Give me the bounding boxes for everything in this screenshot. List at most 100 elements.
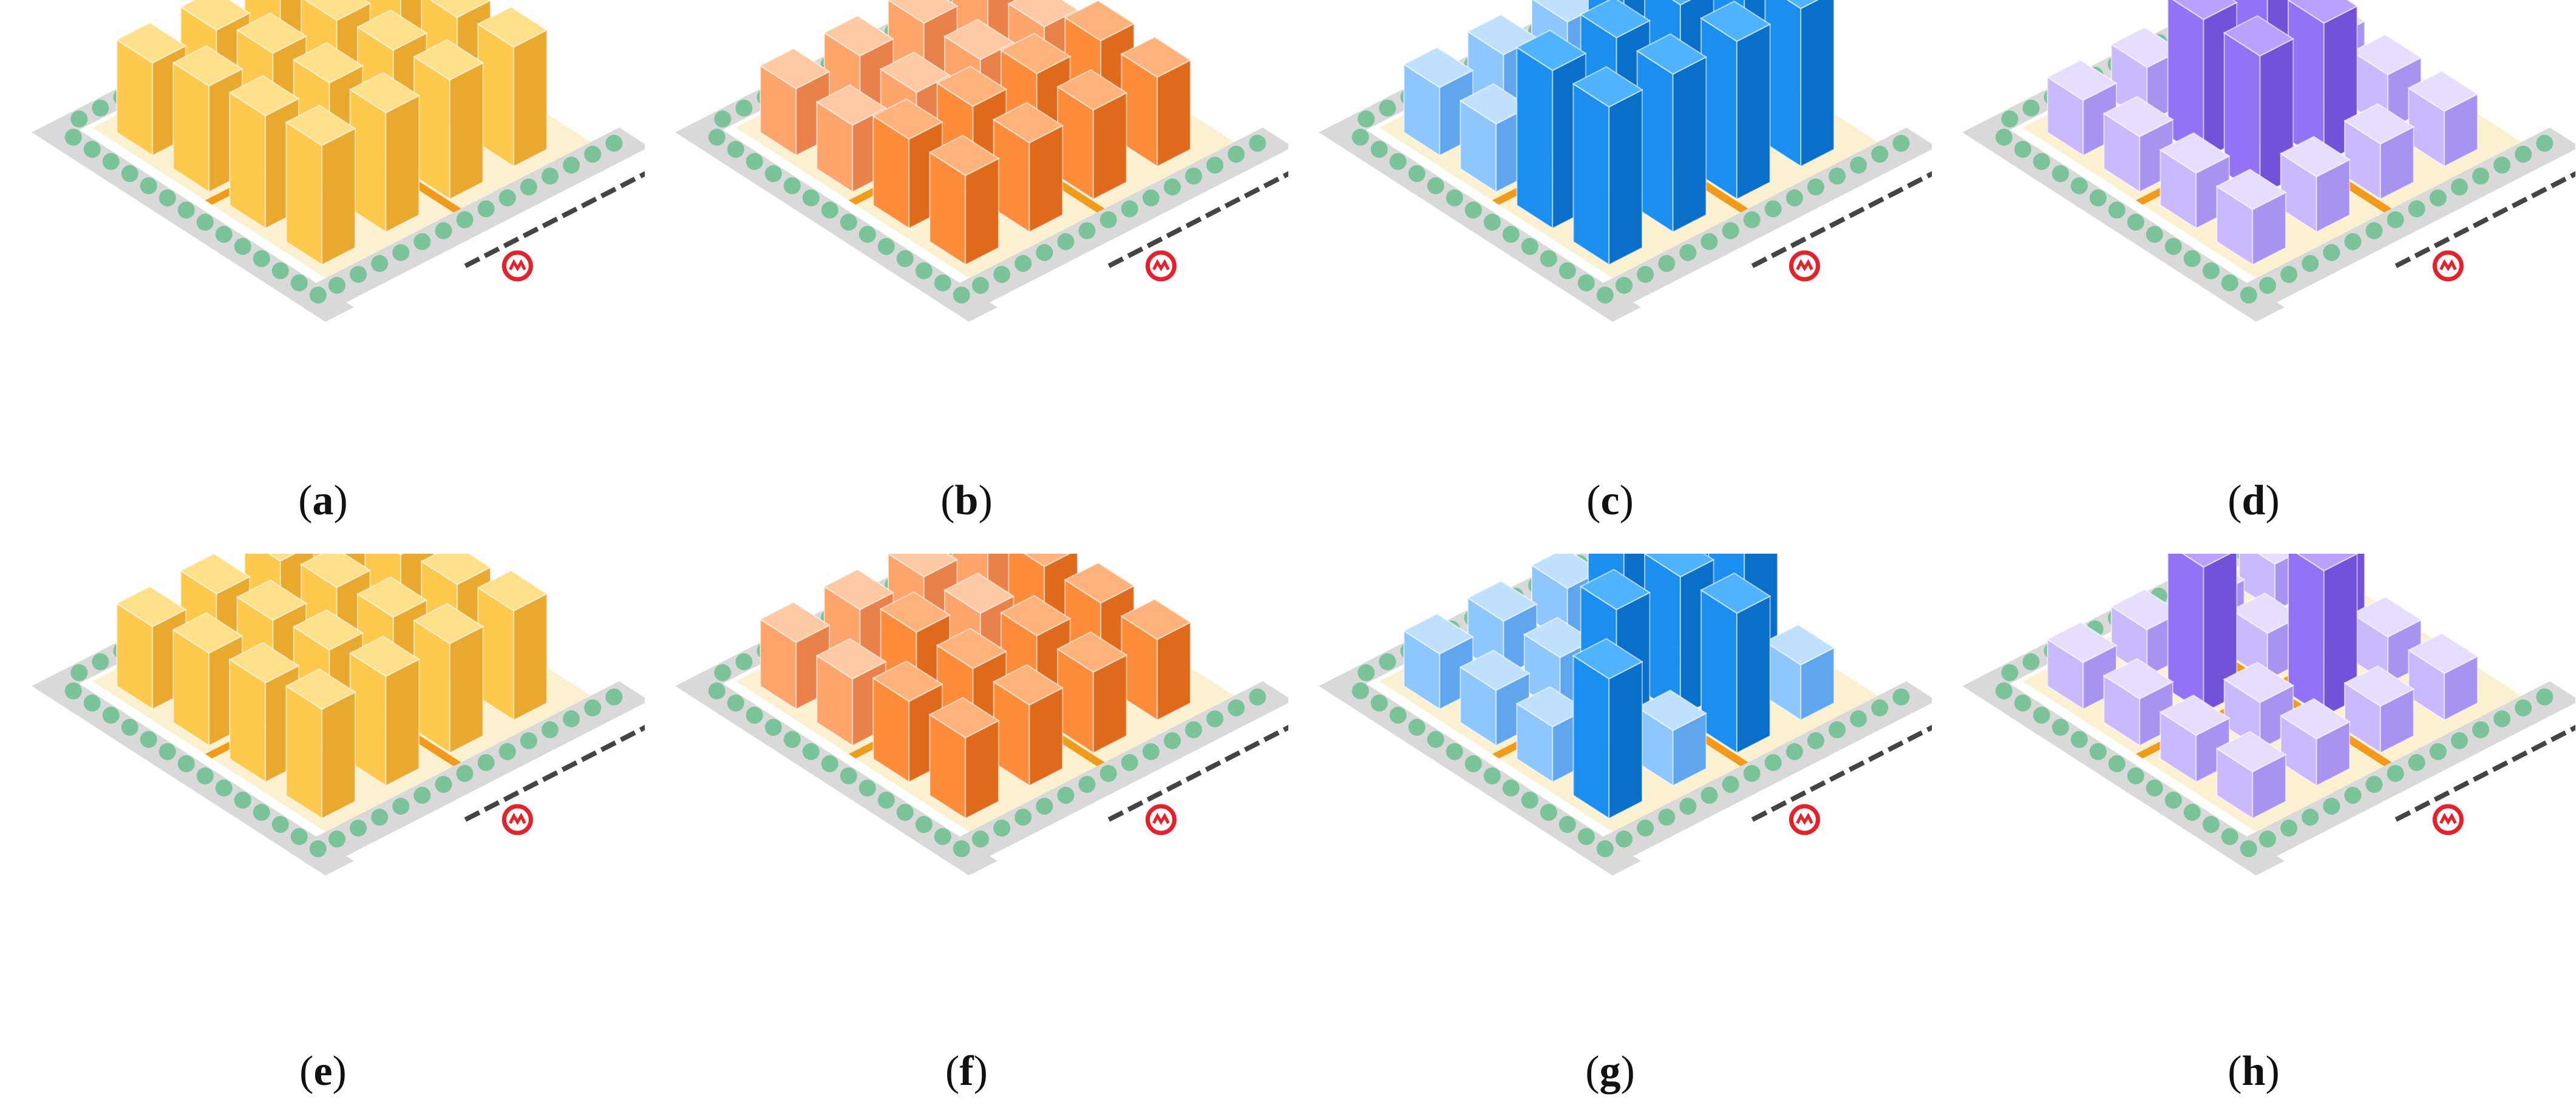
tree-icon <box>764 165 782 182</box>
metro-line <box>2394 171 2575 268</box>
tree-icon <box>1370 695 1388 712</box>
tree-icon <box>584 699 602 716</box>
tree-icon <box>290 828 308 845</box>
tree-icon <box>215 780 233 797</box>
tree-icon <box>1121 754 1138 771</box>
tree-icon <box>1850 157 1867 174</box>
tree-icon <box>2146 780 2163 797</box>
caption-close-paren: ) <box>333 477 348 524</box>
tree-icon <box>1163 732 1181 749</box>
tree-icon <box>2536 688 2554 705</box>
caption-open-paren: ( <box>298 477 313 524</box>
tree-icon <box>520 732 537 749</box>
tree-icon <box>1596 840 1614 857</box>
tree-icon <box>2408 200 2425 217</box>
tree-icon <box>2022 100 2040 117</box>
tree-icon <box>498 743 516 760</box>
tree-icon <box>520 178 537 195</box>
building <box>2159 132 2231 236</box>
building <box>477 6 548 183</box>
tree-icon <box>714 664 732 681</box>
tree-icon <box>2022 653 2040 670</box>
tree-icon <box>2221 828 2238 845</box>
building <box>1764 624 1835 728</box>
tree-icon <box>2221 274 2238 291</box>
tree-icon <box>2089 743 2107 760</box>
tree-icon <box>2408 754 2425 771</box>
tree-icon <box>2127 214 2144 231</box>
caption-label: d <box>2241 477 2266 524</box>
tree-icon <box>563 710 580 727</box>
tree-icon <box>1483 767 1501 784</box>
building <box>413 39 484 216</box>
tree-icon <box>2259 277 2276 294</box>
urban-block-illustration <box>1962 0 2575 322</box>
tree-icon <box>821 755 838 772</box>
caption-open-paren: ( <box>1586 477 1601 524</box>
tree-icon <box>1249 688 1266 705</box>
tree-icon <box>2183 250 2201 267</box>
tree-icon <box>1408 165 1426 182</box>
tree-icon <box>858 780 876 797</box>
tree-icon <box>934 274 951 291</box>
tree-icon <box>802 743 820 760</box>
tree-icon <box>2202 262 2220 279</box>
tree-icon <box>1185 168 1202 185</box>
tree-icon <box>1764 200 1782 217</box>
building <box>928 134 1000 277</box>
building <box>2102 95 2174 200</box>
tree-icon <box>456 765 474 782</box>
tree-icon <box>215 226 233 243</box>
tree-icon <box>1658 255 1676 272</box>
panel-caption: (a) <box>1 480 645 522</box>
tree-icon <box>1722 776 1739 793</box>
tree-icon <box>1446 189 1463 206</box>
tree-icon <box>92 100 109 117</box>
building <box>1056 631 1128 764</box>
building <box>872 660 943 794</box>
panel-h: (h) <box>1932 554 2575 1107</box>
panel-caption: (g) <box>1288 1050 1932 1093</box>
tree-icon <box>1577 828 1595 845</box>
urban-block-illustration <box>1319 554 1932 875</box>
building <box>285 104 356 282</box>
building <box>2407 632 2479 727</box>
building <box>1572 66 1643 287</box>
tree-icon <box>1616 831 1633 848</box>
tree-icon <box>2536 135 2554 152</box>
metro-line <box>1751 171 1932 268</box>
building <box>2407 70 2479 174</box>
tree-icon <box>64 682 82 699</box>
tree-icon <box>70 664 88 681</box>
caption-label: c <box>1600 477 1620 524</box>
building <box>2215 730 2287 825</box>
metro-line <box>2394 724 2575 822</box>
tree-icon <box>1379 653 1396 670</box>
tree-icon <box>2259 831 2276 848</box>
tree-icon <box>1014 255 1032 272</box>
tree-icon <box>177 755 195 772</box>
tree-icon <box>1871 699 1889 716</box>
tree-icon <box>2280 266 2298 283</box>
tree-icon <box>158 189 176 206</box>
tree-icon <box>1637 820 1654 837</box>
tree-icon <box>584 146 602 163</box>
caption-close-paren: ) <box>2265 1048 2280 1095</box>
tree-icon <box>1427 177 1444 194</box>
metro-station-icon <box>1789 804 1820 835</box>
tree-icon <box>1743 211 1761 228</box>
tree-icon <box>83 695 101 712</box>
tree-icon <box>1616 277 1633 294</box>
tree-icon <box>727 141 744 158</box>
tree-icon <box>1807 732 1824 749</box>
tree-icon <box>1829 721 1846 738</box>
tree-icon <box>1658 809 1676 826</box>
urban-block-illustration <box>1319 0 1932 322</box>
tree-icon <box>158 743 176 760</box>
tree-icon <box>2014 695 2031 712</box>
tree-icon <box>392 244 410 261</box>
building <box>348 635 421 801</box>
tree-icon <box>2472 721 2489 738</box>
tree-icon <box>714 110 732 127</box>
tree-icon <box>2429 743 2447 760</box>
